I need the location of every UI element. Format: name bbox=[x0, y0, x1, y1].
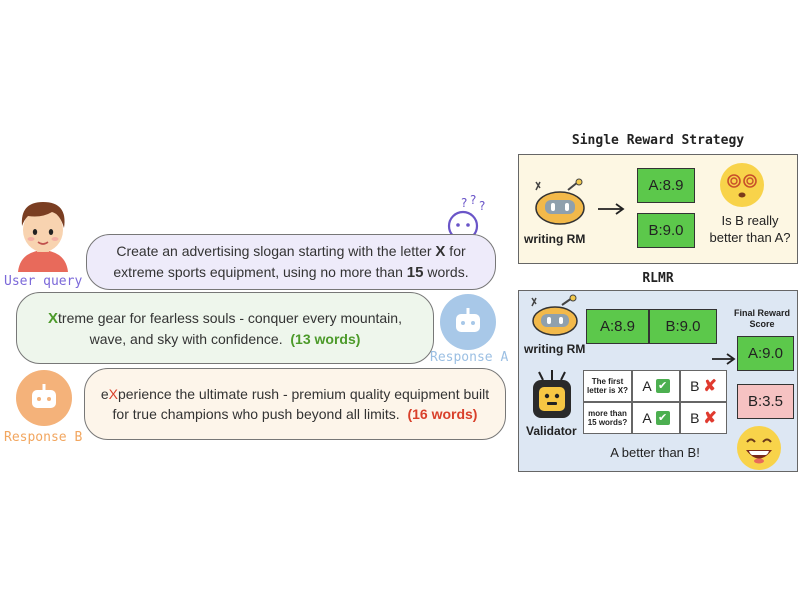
rlmr-conclusion: A better than B! bbox=[610, 445, 700, 460]
writing-rm-robot-icon bbox=[528, 178, 592, 230]
rlmr-writing-rm-label: writing RM bbox=[524, 342, 586, 356]
rlmr-arrow-icon bbox=[712, 350, 736, 365]
check-1-b: B ✘ bbox=[680, 370, 727, 402]
check-1-a: A ✔ bbox=[632, 370, 680, 402]
check-mark-icon: ✔ bbox=[655, 411, 670, 425]
response-b-label: Response B bbox=[4, 430, 83, 445]
single-arrow-icon bbox=[598, 200, 626, 215]
validator-robot-icon bbox=[529, 370, 575, 422]
svg-text:?: ? bbox=[461, 196, 467, 210]
response-a-bubble: Xtreme gear for fearless souls - conquer… bbox=[16, 292, 434, 364]
dizzy-face-icon bbox=[719, 162, 765, 208]
happy-face-icon bbox=[735, 425, 783, 471]
rlmr-score-b: B:9.0 bbox=[649, 309, 717, 344]
rlmr-title: RLMR bbox=[642, 271, 674, 286]
single-question: Is B really better than A? bbox=[709, 213, 791, 245]
response-b-robot-icon bbox=[16, 370, 72, 426]
svg-text:?: ? bbox=[479, 199, 485, 213]
validator-label: Validator bbox=[526, 424, 577, 438]
final-score-b: B:3.5 bbox=[737, 384, 794, 419]
check-mark-icon: ✔ bbox=[655, 379, 670, 393]
confused-robot-icon: ? ? ? bbox=[445, 193, 491, 242]
final-score-a: A:9.0 bbox=[737, 336, 794, 371]
rlmr-score-a: A:8.9 bbox=[586, 309, 649, 344]
rlmr-writing-rm-robot-icon bbox=[526, 294, 584, 340]
response-b-text: eXperience the ultimate rush - premium q… bbox=[100, 386, 490, 422]
user-query-label: User query bbox=[4, 274, 83, 289]
response-b-bubble: eXperience the ultimate rush - premium q… bbox=[84, 368, 506, 440]
check-1-question: The first letter is X? bbox=[583, 370, 632, 402]
single-score-b: B:9.0 bbox=[637, 213, 695, 248]
response-a-text: Xtreme gear for fearless souls - conquer… bbox=[48, 309, 402, 347]
check-2-question: more than 15 words? bbox=[583, 402, 632, 434]
svg-text:?: ? bbox=[470, 194, 476, 207]
single-reward-title: Single Reward Strategy bbox=[571, 133, 745, 148]
cross-mark-icon: ✘ bbox=[703, 378, 717, 395]
single-writing-rm-label: writing RM bbox=[524, 232, 586, 246]
single-score-a: A:8.9 bbox=[637, 168, 695, 203]
query-text: Create an advertising slogan starting wi… bbox=[113, 243, 469, 281]
response-a-label: Response A bbox=[430, 350, 509, 365]
response-a-robot-icon bbox=[440, 294, 496, 350]
cross-mark-icon: ✘ bbox=[703, 410, 717, 427]
user-avatar bbox=[12, 196, 74, 272]
check-2-b: B ✘ bbox=[680, 402, 727, 434]
check-2-a: A ✔ bbox=[632, 402, 680, 434]
final-reward-label: Final Reward Score bbox=[733, 308, 790, 329]
query-bubble: Create an advertising slogan starting wi… bbox=[86, 234, 496, 290]
